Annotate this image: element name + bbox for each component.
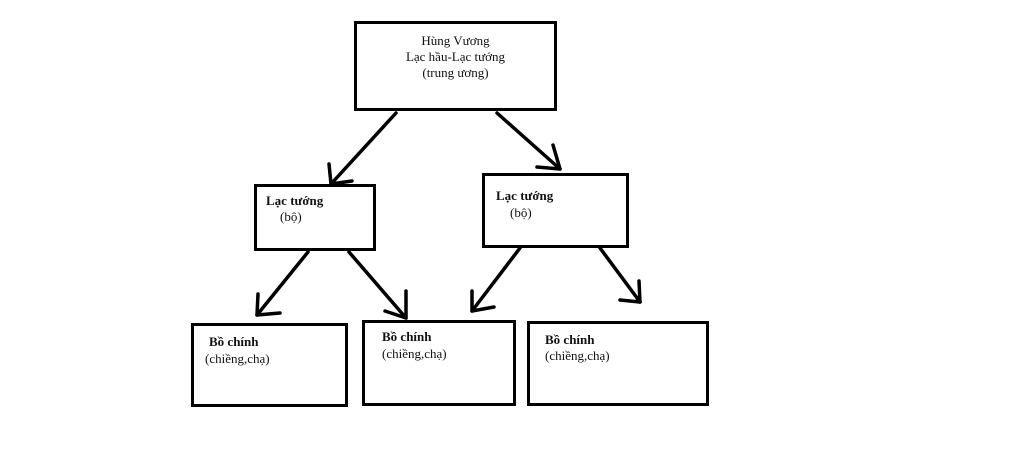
root-node (354, 21, 557, 111)
leaf1-sub: (chiềng,chạ) (205, 351, 270, 366)
left-mid-sub: (bộ) (280, 209, 302, 224)
arrow-root-to-left-mid (327, 111, 398, 186)
left-mid-node (254, 184, 376, 251)
root-line1: Hùng Vương (421, 33, 490, 48)
leaf-node-2 (362, 320, 516, 406)
leaf3-sub: (chiềng,chạ) (545, 348, 610, 363)
leaf2-title: Bồ chính (382, 329, 432, 344)
arrow-left-mid-to-leaf1 (255, 250, 310, 317)
arrow-root-to-right-mid (495, 111, 562, 171)
leaf3-title: Bồ chính (545, 332, 595, 347)
root-line3: (trung ương) (422, 65, 489, 80)
right-mid-sub: (bộ) (510, 205, 532, 220)
arrow-right-mid-to-leaf2 (470, 246, 522, 313)
arrow-right-mid-to-leaf3 (598, 246, 642, 304)
left-mid-title: Lạc tướng (266, 193, 324, 208)
right-mid-node (482, 173, 629, 248)
leaf-node-1 (191, 323, 348, 407)
root-line2: Lạc hầu-Lạc tướng (405, 49, 506, 64)
leaf2-sub: (chiềng,chạ) (382, 346, 447, 361)
leaf1-title: Bồ chính (209, 334, 259, 349)
arrow-left-mid-to-leaf2 (347, 250, 408, 320)
leaf-node-3 (527, 321, 709, 406)
right-mid-title: Lạc tướng (496, 188, 554, 203)
